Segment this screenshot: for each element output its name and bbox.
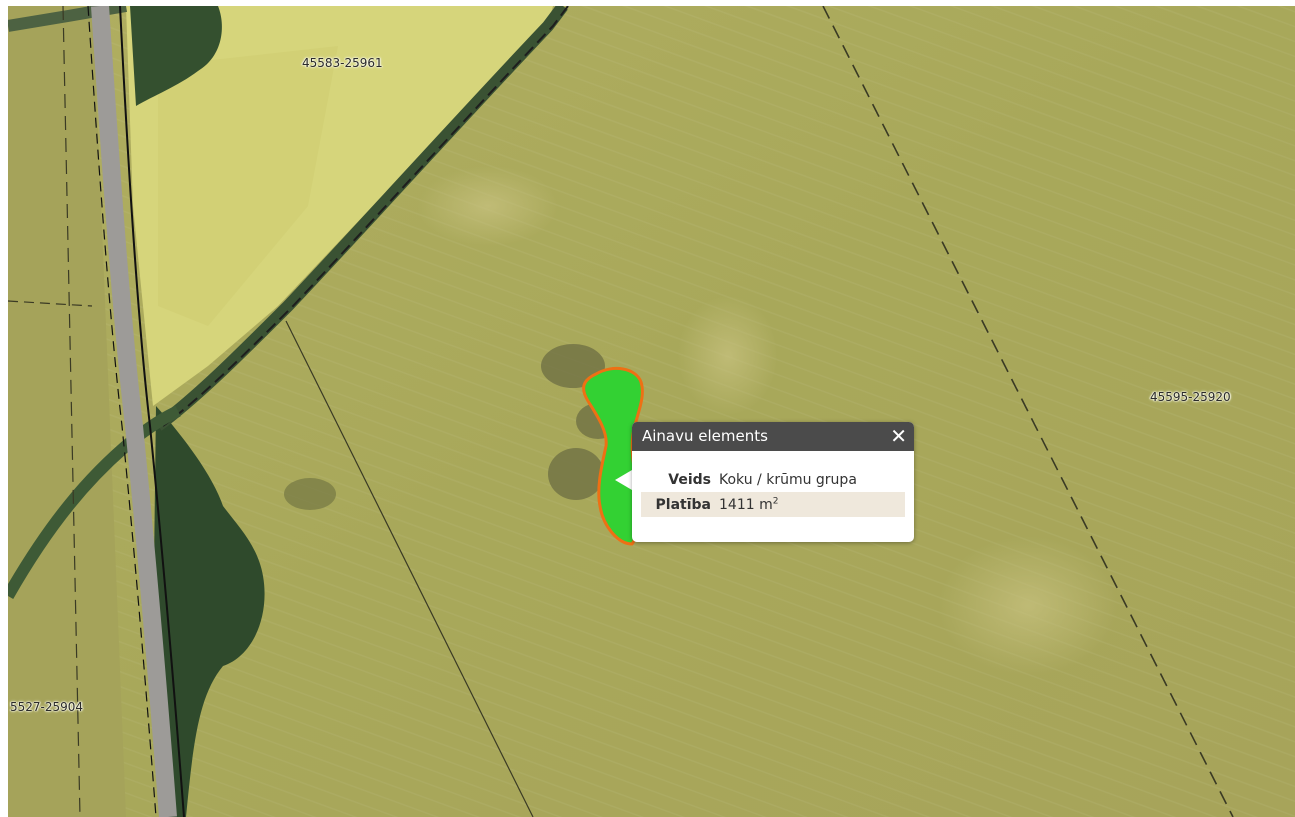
popup-row-key: Veids [668, 471, 711, 488]
forest-area [130, 6, 222, 106]
popup-row-value-wrap: 1411 m2 [719, 495, 905, 513]
parcel-label: 5527-25904 [10, 700, 84, 714]
popup-pointer [615, 470, 632, 490]
popup-header: Ainavu elements ✕ [632, 422, 914, 451]
parcel-boundary [822, 6, 1234, 817]
tree-strip [154, 6, 568, 431]
parcel-boundary [162, 6, 569, 427]
field-light-patch [418, 166, 558, 246]
popup-row-type: Veids Koku / krūmu grupa [641, 467, 905, 492]
tree-group [284, 478, 336, 510]
popup-row-value: 1411 m [719, 496, 773, 513]
field-light-patch [938, 536, 1118, 676]
parcel-boundary [62, 6, 81, 817]
map-view[interactable]: 45583-25961 45595-25920 5527-25904 [8, 6, 1295, 817]
road [91, 6, 177, 817]
popup-row-value: Koku / krūmu grupa [719, 471, 857, 488]
yellow-field-shade [158, 46, 338, 326]
info-popup: Ainavu elements ✕ Veids Koku / krūmu gru… [632, 422, 914, 542]
popup-row-unit-superscript: 2 [772, 495, 779, 506]
tree-strip [8, 405, 181, 599]
road-boundary [87, 6, 157, 817]
map-canvas[interactable] [8, 6, 1295, 817]
road-boundary [119, 6, 185, 817]
parcel-boundary [285, 320, 534, 817]
popup-row-key: Platība [655, 496, 711, 513]
landscape-element-highlight[interactable] [582, 366, 644, 546]
field-light-patch [678, 296, 778, 416]
close-icon[interactable]: ✕ [890, 424, 907, 448]
popup-title: Ainavu elements [642, 427, 768, 445]
field-area [8, 6, 126, 817]
forest-area [154, 406, 265, 817]
popup-row-area: Platība 1411 m2 [641, 492, 905, 517]
parcel-label: 45583-25961 [302, 56, 383, 70]
parcel-boundary [8, 300, 93, 307]
parcel-label: 45595-25920 [1150, 390, 1231, 404]
tree-group [548, 448, 604, 500]
popup-body: Veids Koku / krūmu grupa Platība 1411 m2 [632, 451, 914, 517]
